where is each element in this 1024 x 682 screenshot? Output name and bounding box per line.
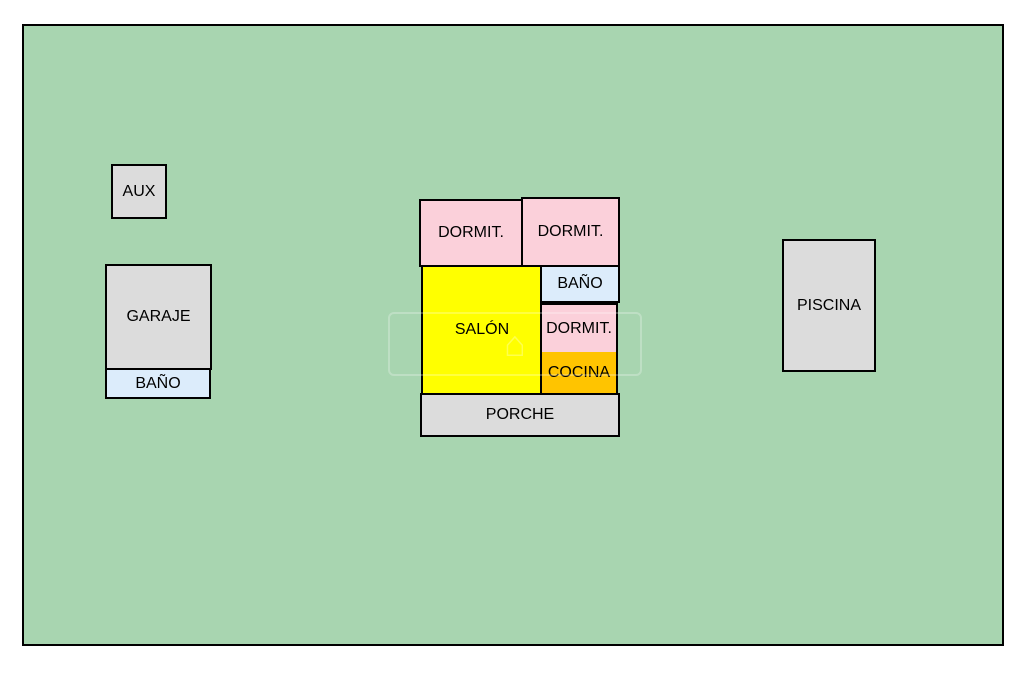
room-label: DORMIT. [537, 223, 604, 240]
room-bano-garaje: BAÑO [105, 368, 211, 399]
room-aux: AUX [111, 164, 167, 219]
room-label: BAÑO [557, 275, 603, 292]
room-piscina: PISCINA [782, 239, 876, 372]
room-label: PISCINA [796, 296, 861, 314]
room-label: DORMIT. [546, 319, 612, 337]
room-dormitorio-1: DORMIT. [419, 199, 523, 267]
room-label: AUX [122, 182, 156, 200]
room-dormitorio-3: DORMIT. [540, 303, 618, 354]
room-bano: BAÑO [540, 265, 620, 303]
room-porche: PORCHE [420, 393, 620, 437]
room-label: DORMIT. [438, 224, 504, 241]
room-label: GARAJE [126, 308, 191, 325]
room-label: COCINA [547, 363, 611, 381]
room-label: PORCHE [485, 406, 555, 423]
room-garaje: GARAJE [105, 264, 212, 370]
room-cocina: COCINA [540, 352, 618, 395]
room-label: SALÓN [454, 321, 510, 338]
room-label: BAÑO [135, 374, 181, 392]
room-dormitorio-2: DORMIT. [521, 197, 620, 267]
room-salon: SALÓN [421, 265, 543, 395]
